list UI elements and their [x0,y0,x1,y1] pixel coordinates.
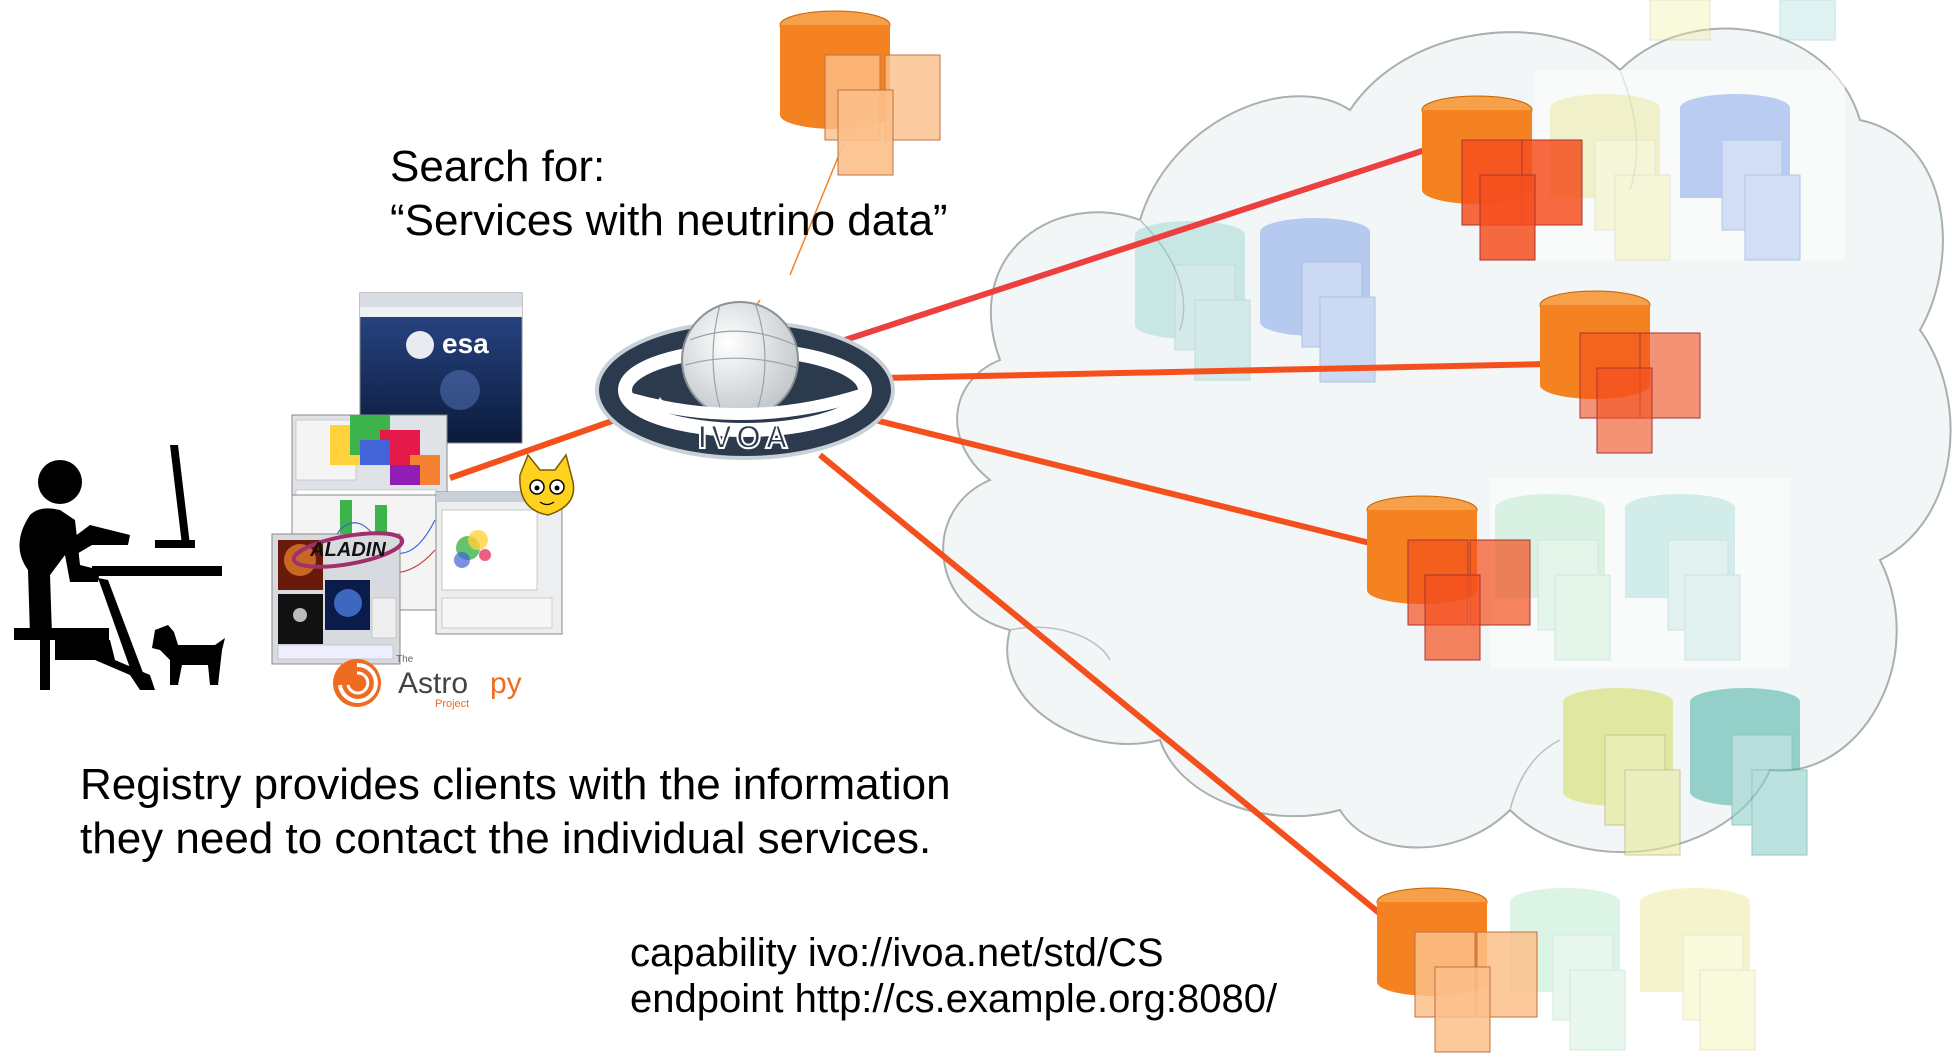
aladin-logo-text: ALADIN [309,539,386,561]
search-query-text: Search for: “Services with neutrino data… [390,140,948,248]
database-top-center [779,10,941,176]
svg-text:✦: ✦ [835,356,847,372]
topcat-logo [519,453,575,516]
client-applications-collage: esa [271,292,575,710]
astropy-logo: The Astro py Project [333,654,522,710]
svg-text:✦: ✦ [640,360,653,379]
svg-text:✦: ✦ [655,394,665,408]
database-1 [1421,95,1583,261]
database-3 [1366,495,1531,661]
database-4 [1376,887,1538,1053]
topcat-screenshot [435,453,575,635]
registry-line-1: Registry provides clients with the infor… [80,760,951,809]
astropy-project-text: Project [435,698,469,710]
esa-logo-text: esa [442,328,489,359]
search-query: “Services with neutrino data” [390,196,948,245]
ivoa-wordmark: IVOA [698,419,792,455]
search-label: Search for: [390,142,606,191]
astropy-main-text: Astro [398,667,468,700]
capability-line: capability ivo://ivoa.net/std/CS [630,931,1164,975]
database-2 [1539,290,1701,454]
faded-service-grid [1490,70,1845,668]
dog-icon [152,625,225,685]
user-at-computer-icon [14,445,222,690]
endpoint-line: endpoint http://cs.example.org:8080/ [630,977,1278,1021]
svg-text:✦: ✦ [810,399,820,413]
aladin-screenshot-2: ALADIN [271,531,405,665]
service-record: capability ivo://ivoa.net/std/CS endpoin… [630,930,1277,1022]
astropy-py-text: py [490,667,522,700]
registry-description: Registry provides clients with the infor… [80,758,951,866]
ivoa-logo: ✦ ✦ ✦ ✦ IVOA [595,301,895,460]
faded-databases [1135,0,1836,1051]
registry-line-2: they need to contact the individual serv… [80,814,932,863]
astropy-the-text: The [396,654,414,665]
